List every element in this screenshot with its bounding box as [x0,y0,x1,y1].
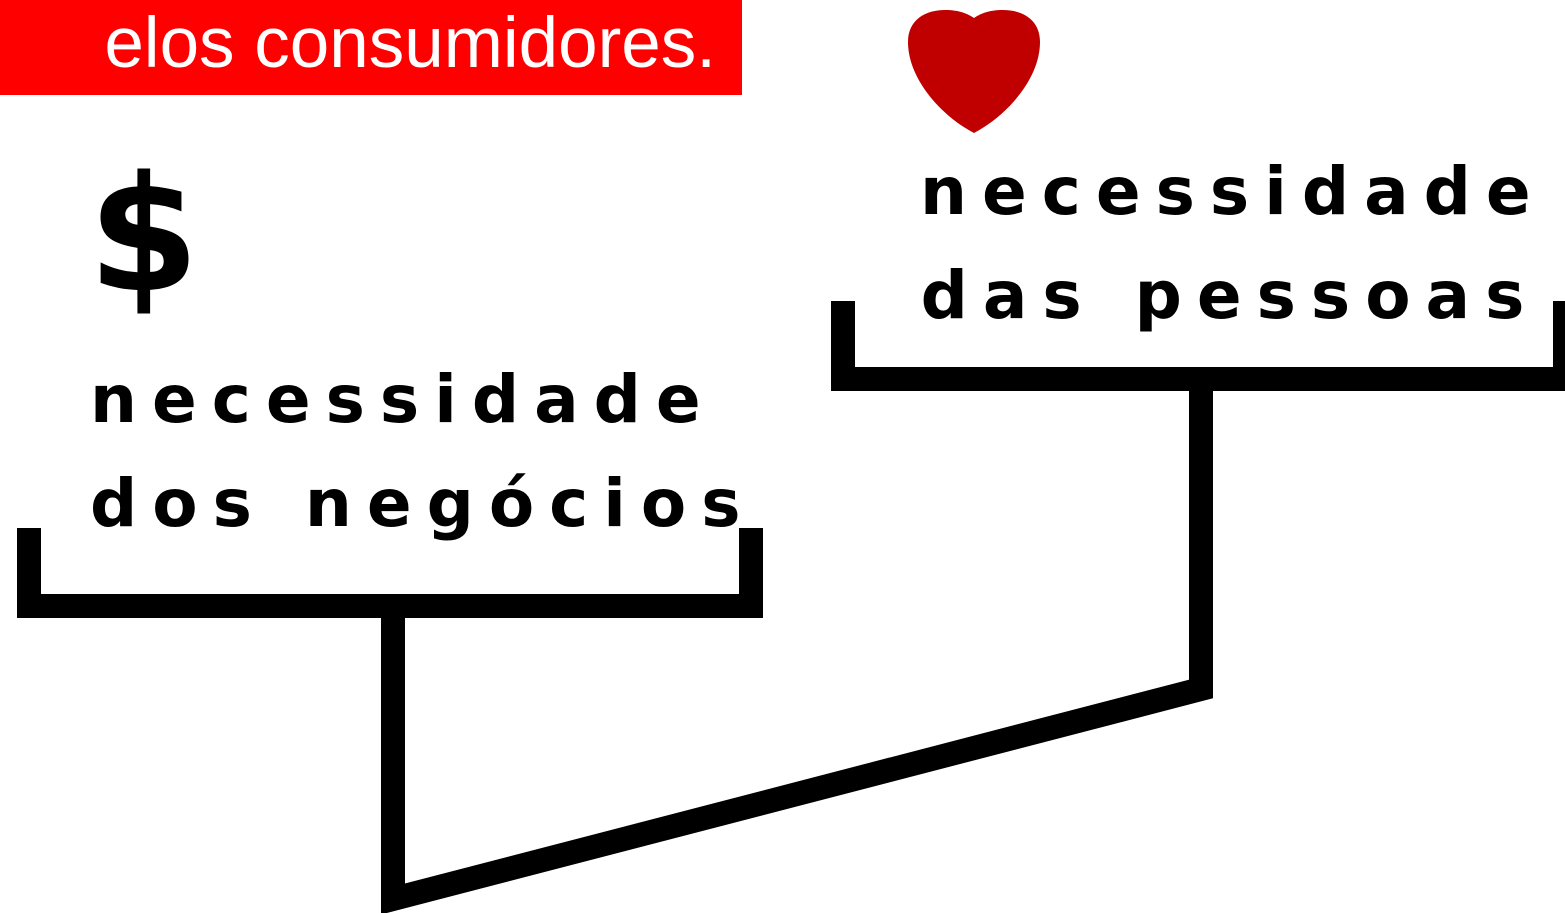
dollar-sign-icon: $ [88,141,200,328]
banner-text: elos consumidores. [104,4,716,83]
label-people-needs: necessidade das pessoas [920,140,1540,348]
label-business-needs: necessidade dos negócios [90,348,756,556]
label-business-line1: necessidade [90,361,716,438]
label-business-line2: dos negócios [90,465,756,542]
label-people-line1: necessidade [920,153,1546,230]
banner: elos consumidores. [0,0,742,95]
connector-line [381,379,1213,913]
heart-icon [908,10,1040,133]
label-people-line2: das pessoas [920,257,1540,334]
